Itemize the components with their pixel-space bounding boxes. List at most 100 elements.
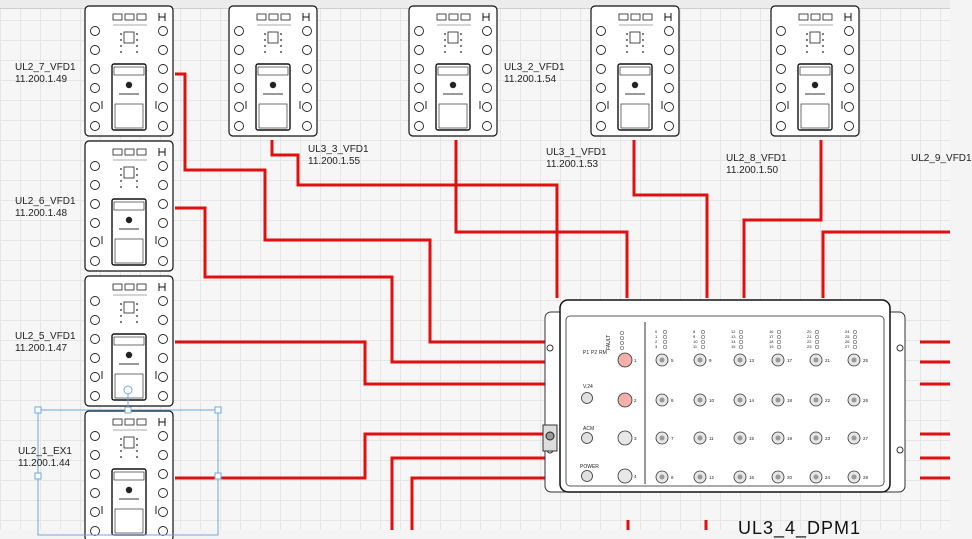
vfd-status-block (123, 166, 135, 179)
vfd-right-terminal (664, 83, 674, 93)
vfd-indicator-dot (120, 45, 122, 47)
vfd-right-terminal (482, 83, 492, 93)
vfd-indicator-dot (822, 33, 824, 35)
vfd-right-terminal (482, 102, 492, 112)
dpm-led-number: 21 (807, 334, 812, 339)
vfd-left-terminal (596, 45, 606, 55)
wire-ul2-1[interactable] (175, 432, 555, 480)
vfd-left-terminal (90, 469, 100, 479)
vfd-right-terminal (158, 334, 168, 344)
label-ul3-1: UL3_1_VFD1 11.200.1.53 (546, 147, 607, 171)
wire-ul2-7[interactable] (175, 72, 555, 344)
vfd-device[interactable] (408, 5, 498, 137)
wire-ul2-8[interactable] (742, 140, 823, 298)
vfd-right-terminal (158, 450, 168, 460)
vfd-indicator-dot (806, 39, 808, 41)
vfd-right-terminal (158, 507, 168, 517)
dpm-led (700, 344, 706, 350)
dpm-port-pin (659, 435, 665, 441)
dpm-section-label: POWER (580, 464, 599, 470)
vfd-indicator-dot (136, 309, 138, 311)
vfd-lower-panel (114, 373, 144, 399)
selection-rotate-handle[interactable] (123, 385, 133, 395)
vfd-right-terminal (844, 102, 854, 112)
vfd-indicator-dot (136, 321, 138, 323)
vfd-indicator-dot (120, 456, 122, 458)
vfd-right-terminal (664, 45, 674, 55)
vfd-indicator-dot (822, 45, 824, 47)
vfd-header-terminal (112, 148, 123, 156)
vfd-header-terminal (124, 13, 135, 21)
dpm-led (776, 339, 782, 345)
dpm-jack (581, 470, 593, 482)
dpm-port-pin (737, 435, 743, 441)
wire-ul2-9[interactable] (821, 230, 950, 298)
vfd-display-module (111, 333, 147, 401)
dpm-port-left[interactable] (617, 430, 633, 446)
vfd-right-terminal (664, 102, 674, 112)
dpm-port-pin (813, 357, 819, 363)
dpm-led-number: 11 (693, 344, 698, 349)
dpm-led (852, 344, 858, 350)
vfd-indicator-dot (120, 51, 122, 53)
vfd-device[interactable] (590, 5, 680, 137)
dpm-port-pin (851, 435, 857, 441)
vfd-indicator-dot (460, 39, 462, 41)
vfd-device[interactable] (84, 5, 174, 137)
label-ul3-2: UL3_2_VFD1 11.200.1.54 (504, 62, 565, 86)
wire-ul3-1[interactable] (632, 140, 709, 298)
dpm-port-pin (813, 435, 819, 441)
vfd-right-terminal (158, 199, 168, 209)
dpm-led-number: 0 (655, 329, 658, 334)
vfd-status-block (629, 31, 641, 44)
selection-handle-ml[interactable] (34, 472, 42, 480)
wire-lower-1[interactable] (390, 456, 555, 530)
vfd-device[interactable] (84, 410, 174, 539)
vfd-device[interactable] (228, 5, 318, 137)
dpm-led (700, 329, 706, 335)
vfd-left-terminal (90, 296, 100, 306)
dpm-led (852, 334, 858, 340)
vfd-indicator-dot (120, 33, 122, 35)
dpm-led (662, 339, 668, 345)
vfd-status-block (123, 436, 135, 449)
dpm-port-left[interactable] (617, 392, 633, 408)
vfd-right-terminal (844, 121, 854, 131)
dpm-port-number: 5 (671, 358, 674, 363)
vfd-device[interactable] (84, 275, 174, 407)
dpm-port-number: 25 (863, 358, 869, 363)
wire-ul2-6[interactable] (175, 206, 555, 364)
dpm-port-pin (697, 397, 703, 403)
vfd-right-terminal (158, 218, 168, 228)
dpm-led (619, 335, 625, 341)
wire-ul3-2[interactable] (454, 140, 629, 298)
vfd-left-terminal (90, 26, 100, 36)
selection-handle-tr[interactable] (214, 406, 222, 414)
dpm-port-left[interactable] (617, 468, 633, 484)
dpm-section-label: V.24 (583, 384, 593, 390)
dpm-led (738, 339, 744, 345)
vfd-right-terminal (158, 180, 168, 190)
vfd-right-terminal (158, 488, 168, 498)
vfd-device[interactable] (84, 140, 174, 272)
dpm-led-number: 12 (731, 329, 736, 334)
dpm-led (738, 344, 744, 350)
dpm-port-number: 18 (787, 398, 793, 403)
vfd-header-terminal (618, 13, 629, 21)
wire-ul3-3[interactable] (270, 140, 559, 298)
dpm-port-left[interactable] (617, 352, 633, 368)
vfd-status-block (123, 31, 135, 44)
selection-handle-mr[interactable] (214, 472, 222, 480)
label-ul2-7: UL2_7_VFD1 11.200.1.49 (15, 62, 76, 86)
vfd-device[interactable] (770, 5, 860, 137)
vfd-left-terminal (234, 121, 244, 131)
wire-ul2-5[interactable] (175, 340, 555, 386)
selection-box[interactable] (34, 385, 222, 536)
vfd-logo (449, 81, 457, 89)
dpm-led-number: 8 (693, 329, 696, 334)
selection-handle-tm[interactable] (124, 406, 132, 414)
wire-lower-2[interactable] (410, 476, 555, 530)
selection-handle-tl[interactable] (34, 406, 42, 414)
